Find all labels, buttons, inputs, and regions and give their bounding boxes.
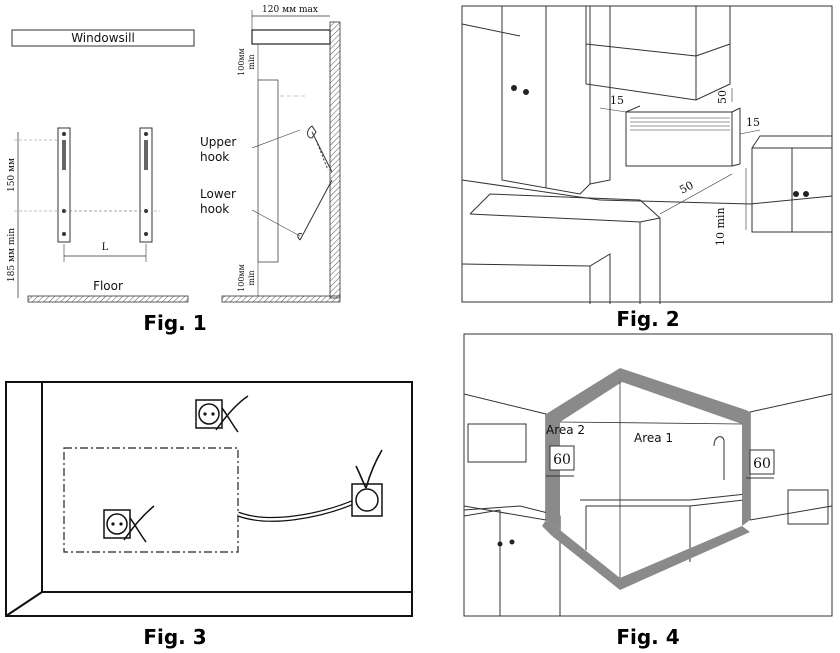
figure-1: Windowsill 150 мм 185 мм min L Floor 120… [0, 0, 400, 340]
figure-3: Fig. 3 [0, 376, 420, 653]
fig1-caption: Fig. 1 [143, 311, 206, 335]
socket-approved [351, 449, 383, 517]
fig2-caption: Fig. 2 [616, 307, 679, 331]
dim-120-label: 120 мм max [262, 5, 318, 15]
dim-60-left: 60 [553, 452, 571, 468]
fig3-drawing: Fig. 3 [5, 381, 413, 649]
bracket-left [57, 127, 71, 243]
dim-10-min: 10 min [714, 207, 727, 246]
side-hook-assembly [297, 125, 333, 241]
windowsill-label: Windowsill [71, 31, 135, 45]
side-heater [257, 79, 279, 263]
socket-crossed-inside [103, 505, 155, 543]
socket-crossed-top [195, 395, 249, 433]
dim-60-right: 60 [753, 456, 771, 472]
dim-150-label: 150 мм [7, 158, 17, 192]
dim-L-label: L [102, 242, 109, 253]
bath-zone-outline [63, 447, 239, 553]
dim-100-top-b: min [247, 54, 256, 69]
dim-100-bot-b: min [247, 270, 256, 285]
floor-hatch [27, 295, 189, 303]
side-floor [221, 295, 341, 303]
side-wall [329, 21, 341, 299]
dim-15-left: 15 [610, 94, 624, 107]
fig3-caption: Fig. 3 [143, 625, 206, 649]
dim-185-label: 185 мм min [7, 228, 17, 282]
side-windowsill [251, 29, 331, 45]
dim-15-right: 15 [746, 116, 760, 129]
windowsill-box [11, 29, 195, 47]
upper-hook-label-1: Upper [200, 135, 236, 149]
floor-label: Floor [93, 279, 123, 293]
figure-2: 15 50 15 50 10 min Fig. 2 [460, 4, 836, 334]
upper-hook-label-2: hook [200, 150, 229, 164]
lower-hook-label-1: Lower [200, 187, 236, 201]
bracket-right [139, 127, 153, 243]
area-1-label: Area 1 [634, 431, 673, 445]
area-2-label: Area 2 [546, 423, 585, 437]
dim-100-bot-a: 100мм [237, 264, 246, 292]
dim-100-top-a: 100мм [237, 48, 246, 76]
dim-50-top: 50 [716, 90, 729, 104]
fig2-drawing: 15 50 15 50 10 min Fig. 2 [461, 5, 833, 331]
fig4-drawing: 60 60 Area 2 Area 1 Fig. 4 [463, 333, 833, 649]
lower-hook-label-2: hook [200, 202, 229, 216]
dim-50-front: 50 [677, 179, 695, 197]
fig1-drawing: Windowsill 150 мм 185 мм min L Floor 120… [7, 5, 341, 335]
fig4-caption: Fig. 4 [616, 625, 679, 649]
area-2-zone [542, 368, 750, 590]
figure-4: 60 60 Area 2 Area 1 Fig. 4 [460, 330, 836, 653]
